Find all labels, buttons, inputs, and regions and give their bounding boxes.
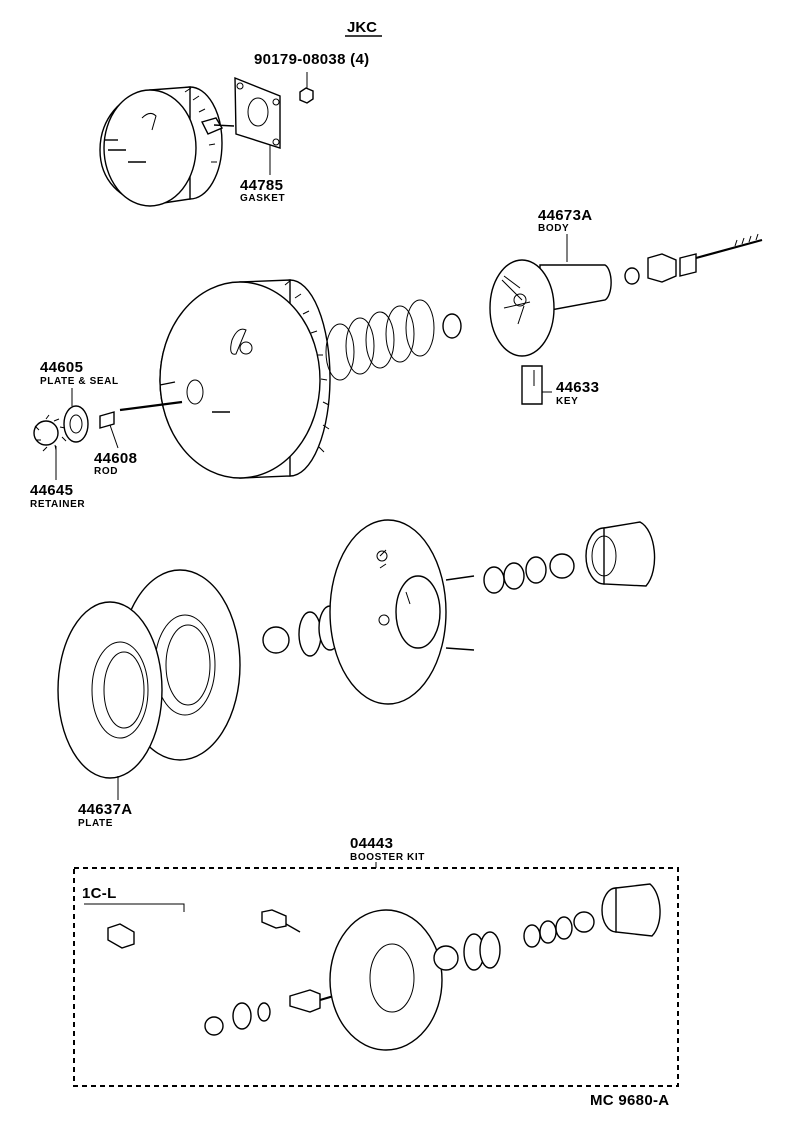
plate-part-number: 44637A: [78, 801, 132, 818]
plate-part-name: PLATE: [78, 818, 113, 829]
rod: [99, 411, 119, 449]
seal-ring: [442, 313, 462, 339]
plate-and-seal: [63, 388, 89, 443]
valve-plunger-rod: [624, 233, 763, 285]
plate-pair: [57, 569, 241, 800]
kit-variant-label: 1C-L: [82, 885, 117, 902]
retainer: [33, 414, 67, 480]
key-part-name: KEY: [556, 396, 578, 407]
rod-part-number: 44608: [94, 450, 137, 467]
boot-middle: [585, 521, 656, 587]
key-part-number: 44633: [556, 379, 599, 396]
booster-main-body: [119, 279, 331, 479]
body-part-number: 44673A: [538, 207, 592, 224]
kit-contents: [107, 883, 661, 1051]
retainer-part-number: 44645: [30, 482, 73, 499]
booster-kit-part-name: BOOSTER KIT: [350, 852, 425, 863]
retainer-part-name: RETAINER: [30, 499, 85, 510]
retainer-ring-middle: [262, 626, 290, 654]
nut: [299, 72, 314, 104]
seal-set-middle: [483, 553, 575, 594]
rear-shell: [329, 519, 475, 705]
model-code-label: JKC: [347, 19, 377, 36]
gasket: [234, 76, 281, 175]
drawing-code: MC 9680-A: [590, 1092, 669, 1109]
valve-body: [489, 259, 612, 357]
gasket-part-name: GASKET: [240, 193, 285, 204]
rod-part-name: ROD: [94, 466, 118, 477]
gasket-part-number: 44785: [240, 177, 283, 194]
booster-kit-part-number: 04443: [350, 835, 393, 852]
plate-seal-part-name: PLATE & SEAL: [40, 376, 119, 387]
booster-kit-boundary: [73, 867, 679, 1087]
body-part-name: BODY: [538, 223, 569, 234]
nut-part-number: 90179-08038 (4): [254, 51, 369, 68]
plate-seal-part-number: 44605: [40, 359, 83, 376]
key: [521, 365, 552, 405]
booster-assembly-small: [99, 86, 235, 207]
return-spring: [325, 299, 435, 381]
